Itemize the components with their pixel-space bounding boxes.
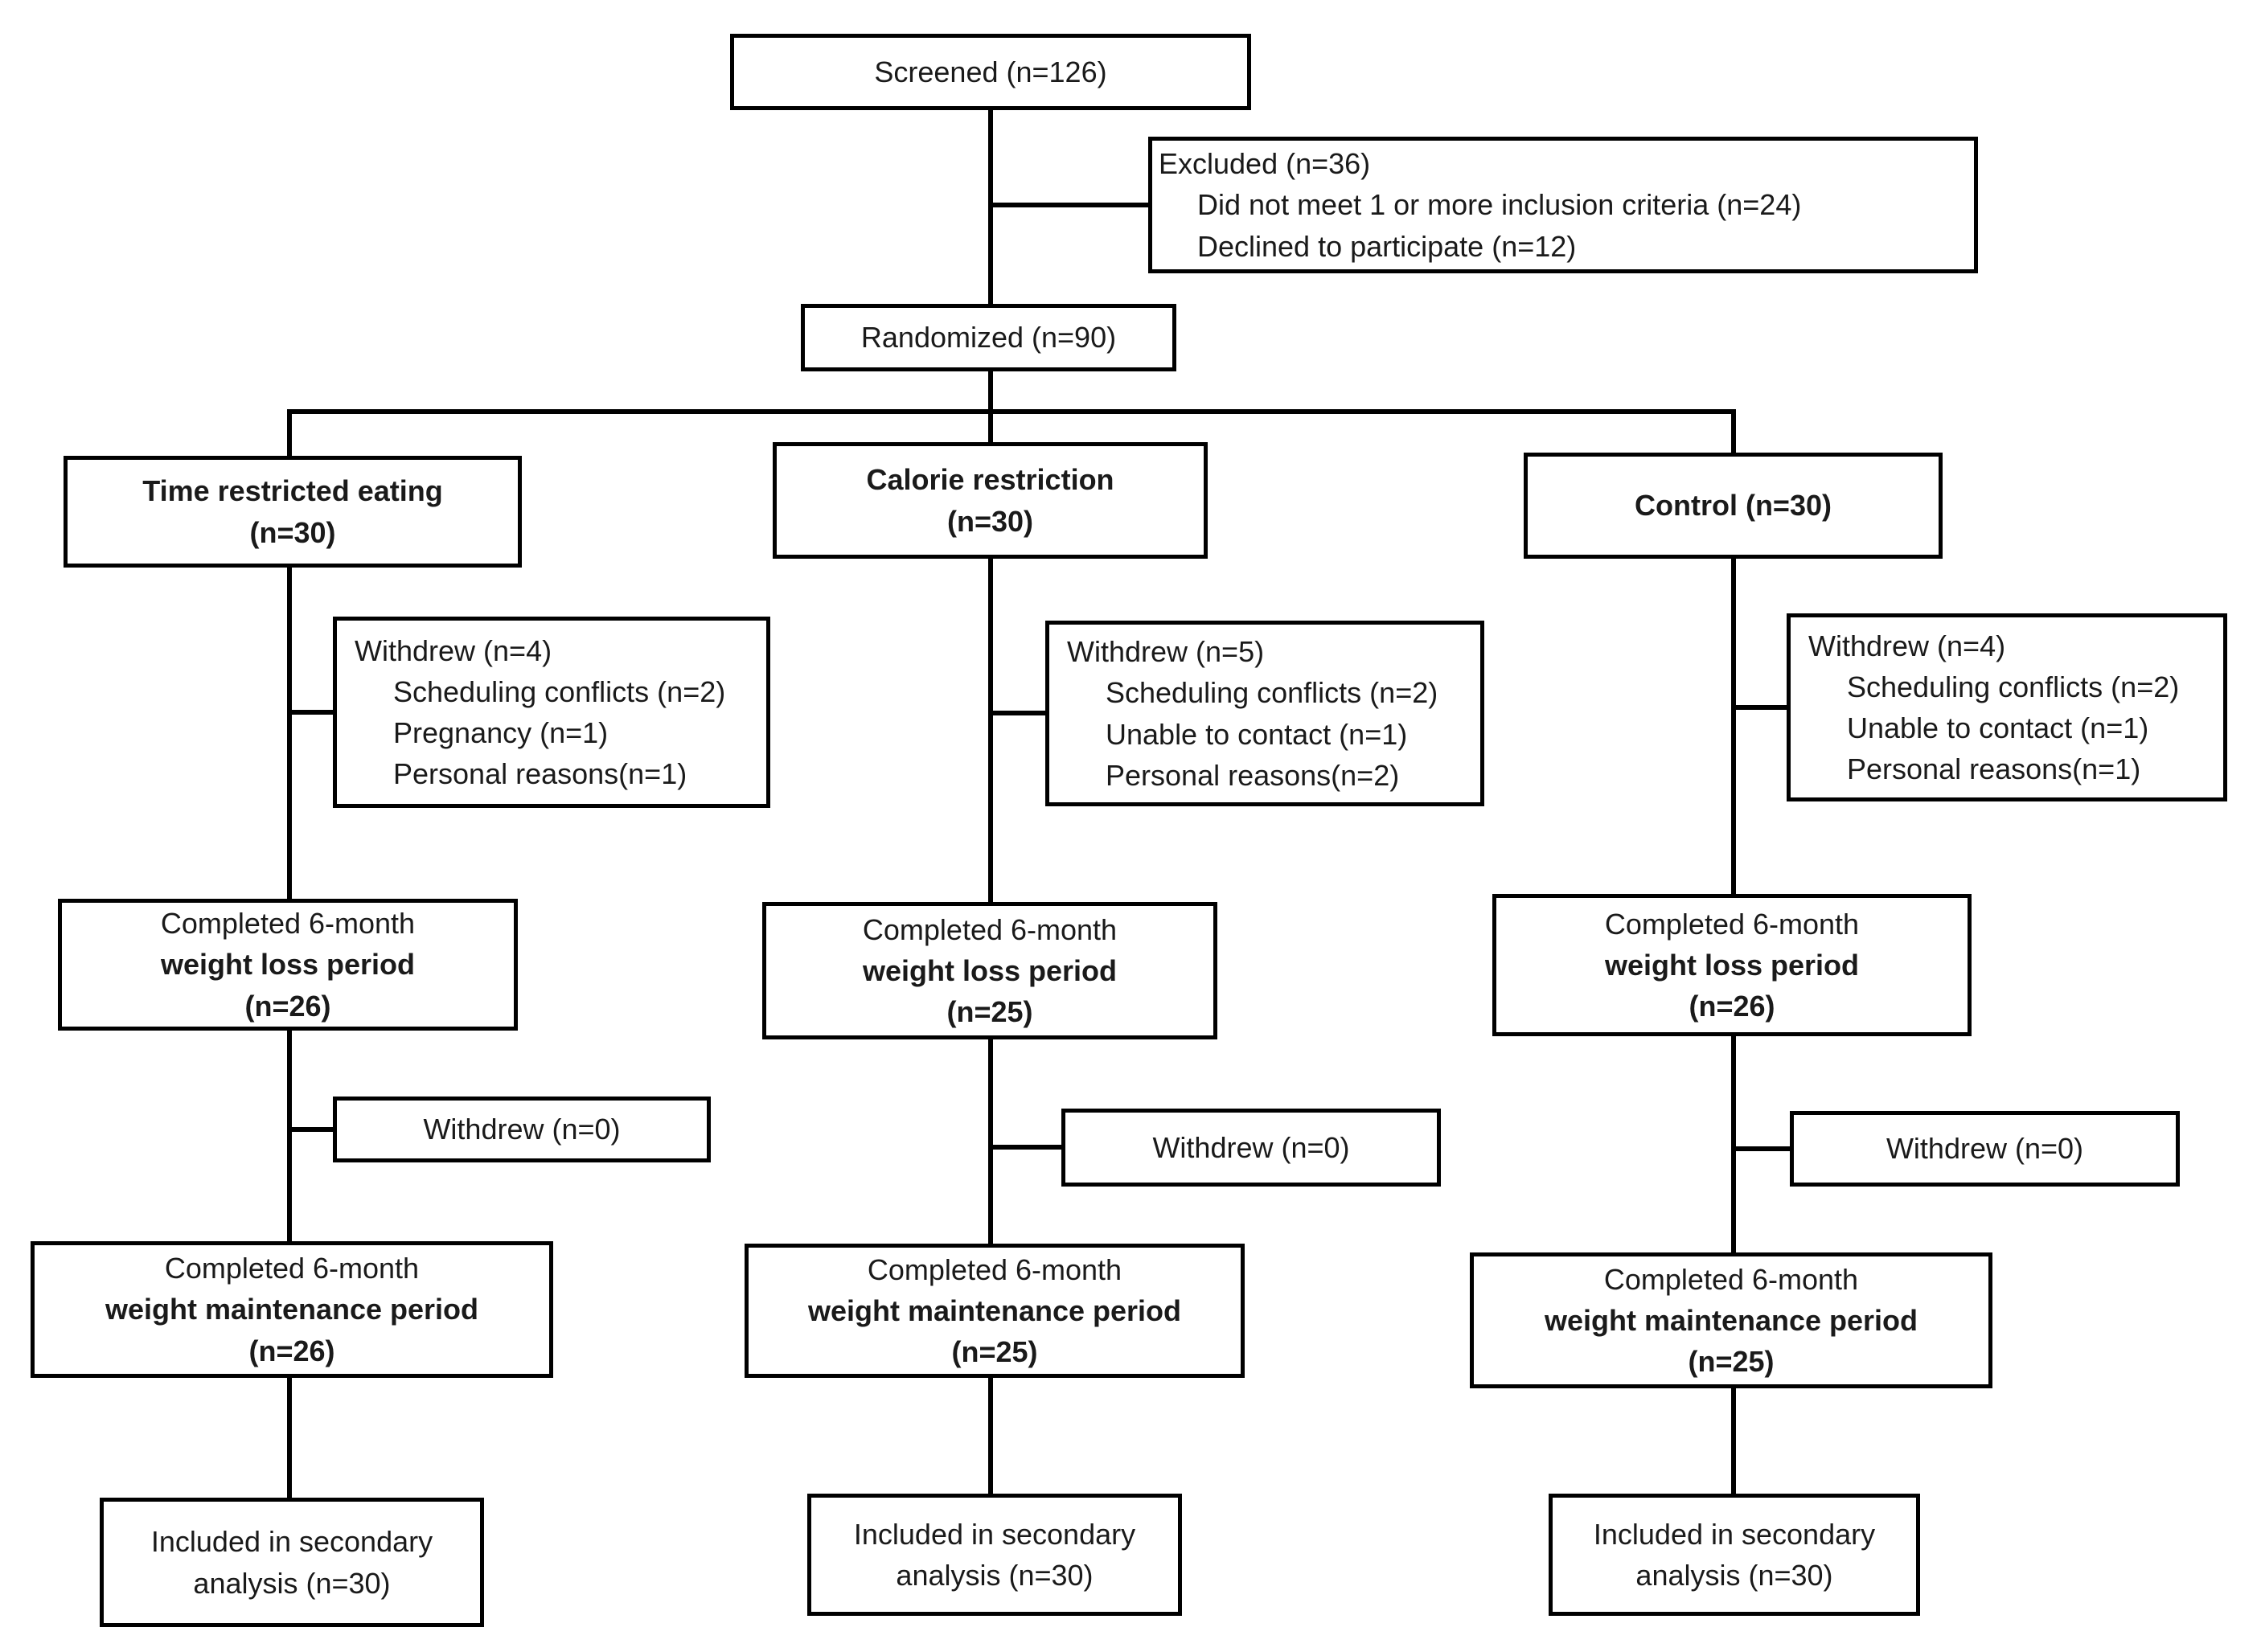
arm-header-line: Calorie restriction [866, 463, 1114, 497]
secondary-line: analysis (n=30) [1635, 1559, 1833, 1592]
withdrew-reason: Personal reasons(n=2) [1106, 758, 1400, 792]
connector-arm1-seg2 [287, 1029, 292, 1243]
withdrew-zero-label: Withdrew (n=0) [423, 1113, 621, 1146]
connector-arm1-withdrew2 [289, 1127, 333, 1132]
connector-arm2-withdrew2 [991, 1145, 1063, 1150]
excluded-box: Excluded (n=36) Did not meet 1 or more i… [1148, 137, 1978, 273]
withdrew-reason: Personal reasons(n=1) [1847, 752, 2141, 786]
connector-arm2-seg1 [988, 557, 993, 904]
arm-header-line: (n=30) [946, 504, 1034, 538]
withdrew-box-arm3: Withdrew (n=4) Scheduling conflicts (n=2… [1787, 613, 2227, 801]
connector-arm2-withdrew1 [991, 711, 1047, 715]
completed-line: Completed 6-month [160, 907, 416, 941]
secondary-analysis-box-arm3: Included in secondary analysis (n=30) [1549, 1494, 1920, 1616]
screened-box: Screened (n=126) [730, 34, 1251, 110]
withdrew-box-arm1: Withdrew (n=4) Scheduling conflicts (n=2… [333, 617, 770, 808]
secondary-line: Included in secondary [1593, 1517, 1876, 1551]
withdrew-title: Withdrew (n=4) [1808, 629, 2006, 662]
completed-line: Completed 6-month [1603, 1262, 1859, 1296]
arm-header-box-time-restricted-eating: Time restricted eating (n=30) [64, 456, 522, 568]
connector-arm1-seg1 [287, 566, 292, 900]
completed-weight-loss-box-arm3: Completed 6-month weight loss period (n=… [1492, 894, 1972, 1036]
withdrew-title: Withdrew (n=5) [1067, 635, 1265, 669]
completed-count: (n=25) [951, 1335, 1038, 1369]
excluded-reason: Did not meet 1 or more inclusion criteri… [1197, 188, 1802, 222]
completed-weight-loss-box-arm2: Completed 6-month weight loss period (n=… [762, 902, 1217, 1039]
completed-count: (n=26) [248, 1334, 335, 1367]
withdrew-zero-box-arm3: Withdrew (n=0) [1790, 1111, 2180, 1187]
secondary-line: analysis (n=30) [193, 1566, 391, 1600]
completed-line: weight maintenance period [807, 1293, 1182, 1327]
withdrew-reason: Personal reasons(n=1) [393, 757, 687, 791]
connector-to-excluded [991, 203, 1148, 207]
withdrew-reason: Scheduling conflicts (n=2) [1847, 670, 2180, 703]
completed-count: (n=25) [946, 995, 1033, 1029]
connector-arm3-seg3 [1731, 1387, 1736, 1495]
connector-screened-randomized [988, 110, 993, 307]
withdrew-reason: Scheduling conflicts (n=2) [1106, 676, 1438, 710]
connector-arm3-seg2 [1731, 1035, 1736, 1254]
completed-line: weight maintenance period [105, 1293, 479, 1326]
withdrew-zero-box-arm1: Withdrew (n=0) [333, 1097, 711, 1162]
completed-line: Completed 6-month [862, 912, 1118, 946]
completed-count: (n=26) [244, 989, 331, 1023]
arm-header-box-calorie-restriction: Calorie restriction (n=30) [773, 442, 1208, 559]
arm-header-line: Control (n=30) [1634, 489, 1832, 523]
withdrew-title: Withdrew (n=4) [355, 633, 552, 667]
completed-line: weight loss period [160, 948, 416, 982]
secondary-analysis-box-arm1: Included in secondary analysis (n=30) [100, 1498, 484, 1627]
withdrew-reason: Unable to contact (n=1) [1847, 711, 2149, 744]
withdrew-box-arm2: Withdrew (n=5) Scheduling conflicts (n=2… [1045, 621, 1484, 806]
excluded-reason: Declined to participate (n=12) [1197, 229, 1577, 263]
completed-line: Completed 6-month [1604, 907, 1860, 941]
completed-maintenance-box-arm1: Completed 6-month weight maintenance per… [31, 1241, 553, 1378]
completed-line: weight loss period [1604, 948, 1860, 982]
completed-line: Completed 6-month [164, 1252, 420, 1285]
withdrew-reason: Pregnancy (n=1) [393, 716, 609, 749]
connector-arm3-seg1 [1731, 557, 1736, 896]
secondary-line: Included in secondary [150, 1525, 433, 1559]
withdrew-reason: Scheduling conflicts (n=2) [393, 674, 726, 708]
screened-label: Screened (n=126) [874, 55, 1107, 88]
connector-arm1-seg3 [287, 1376, 292, 1499]
arm-header-box-control: Control (n=30) [1524, 453, 1943, 559]
withdrew-zero-label: Withdrew (n=0) [1886, 1132, 2084, 1166]
secondary-analysis-box-arm2: Included in secondary analysis (n=30) [807, 1494, 1182, 1616]
secondary-line: Included in secondary [853, 1517, 1136, 1551]
connector-arm3-withdrew2 [1734, 1146, 1791, 1151]
completed-line: weight loss period [862, 953, 1118, 987]
arm-header-line: Time restricted eating [142, 474, 443, 508]
connector-branch-arm2 [988, 409, 993, 444]
completed-count: (n=25) [1688, 1345, 1775, 1379]
completed-line: Completed 6-month [867, 1252, 1122, 1286]
withdrew-zero-box-arm2: Withdrew (n=0) [1061, 1109, 1441, 1187]
connector-arm3-withdrew1 [1734, 705, 1788, 710]
completed-maintenance-box-arm2: Completed 6-month weight maintenance per… [745, 1244, 1245, 1378]
excluded-title: Excluded (n=36) [1159, 147, 1371, 181]
connector-branch-arm3 [1731, 409, 1736, 454]
connector-arm2-seg2 [988, 1038, 993, 1245]
arm-header-line: (n=30) [249, 515, 336, 549]
withdrew-reason: Unable to contact (n=1) [1106, 717, 1408, 751]
connector-arm1-withdrew1 [289, 710, 333, 715]
connector-arm2-seg3 [988, 1376, 993, 1495]
secondary-line: analysis (n=30) [896, 1559, 1094, 1592]
completed-maintenance-box-arm3: Completed 6-month weight maintenance per… [1470, 1252, 1992, 1388]
completed-line: weight maintenance period [1544, 1303, 1918, 1337]
connector-branch-arm1 [287, 409, 292, 457]
completed-weight-loss-box-arm1: Completed 6-month weight loss period (n=… [58, 899, 518, 1031]
connector-branch-horizontal [287, 409, 1736, 414]
randomized-box: Randomized (n=90) [801, 304, 1176, 371]
withdrew-zero-label: Withdrew (n=0) [1152, 1130, 1350, 1164]
randomized-label: Randomized (n=90) [860, 321, 1117, 355]
connector-randomized-branch [988, 370, 993, 412]
completed-count: (n=26) [1689, 990, 1775, 1023]
